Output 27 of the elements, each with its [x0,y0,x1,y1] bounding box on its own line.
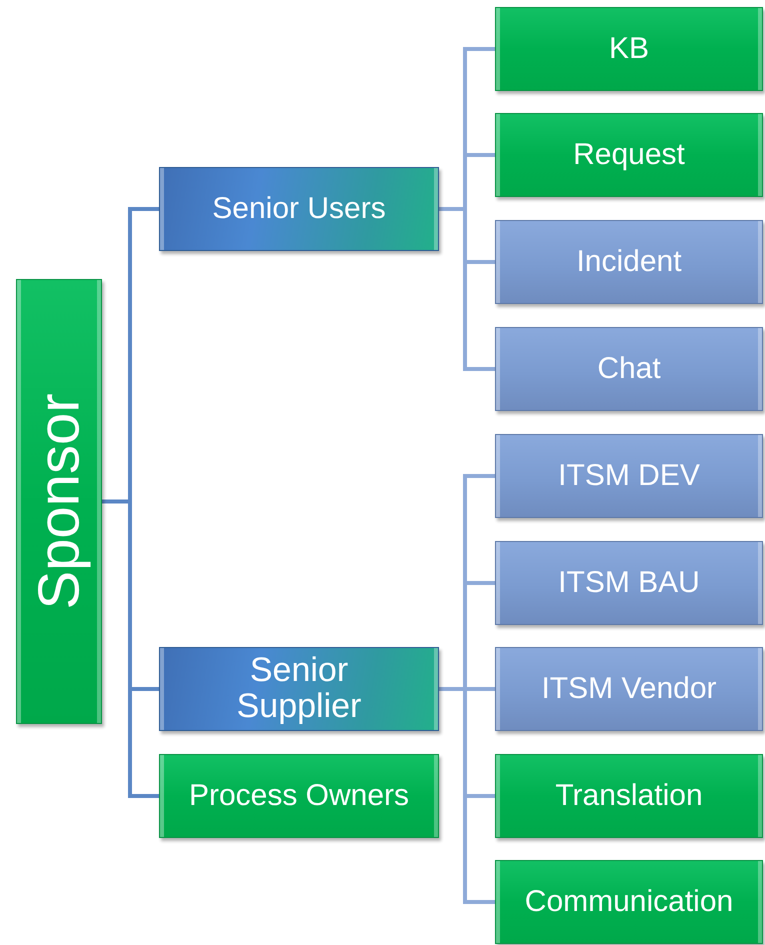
box-label: Process Owners [188,780,410,812]
box-label: KB [608,33,650,65]
org-box [159,754,439,838]
box-label: Incident [576,246,682,278]
box-label: Request [573,139,685,171]
box-label: Communication [524,886,734,918]
org-box [495,647,763,731]
org-box [495,327,763,411]
connector-line [439,687,495,904]
org-box [495,7,763,91]
org-box [495,113,763,197]
org-box [495,860,763,944]
org-box [495,220,763,304]
org-box [495,754,763,838]
org-box [495,541,763,625]
box-label: ITSM Vendor [541,673,717,705]
org-box [159,647,439,731]
box-label: ITSM DEV [558,460,700,492]
box-label: ITSM BAU [558,567,700,599]
box-label: Translation [555,780,703,812]
box-label: Senior Users [212,193,386,225]
org-box [159,167,439,251]
box-label: Chat [597,353,661,385]
box-label: Senior Supplier [236,653,362,725]
org-box [495,434,763,518]
org-box [16,279,102,724]
box-label: Sponsor [26,393,92,610]
